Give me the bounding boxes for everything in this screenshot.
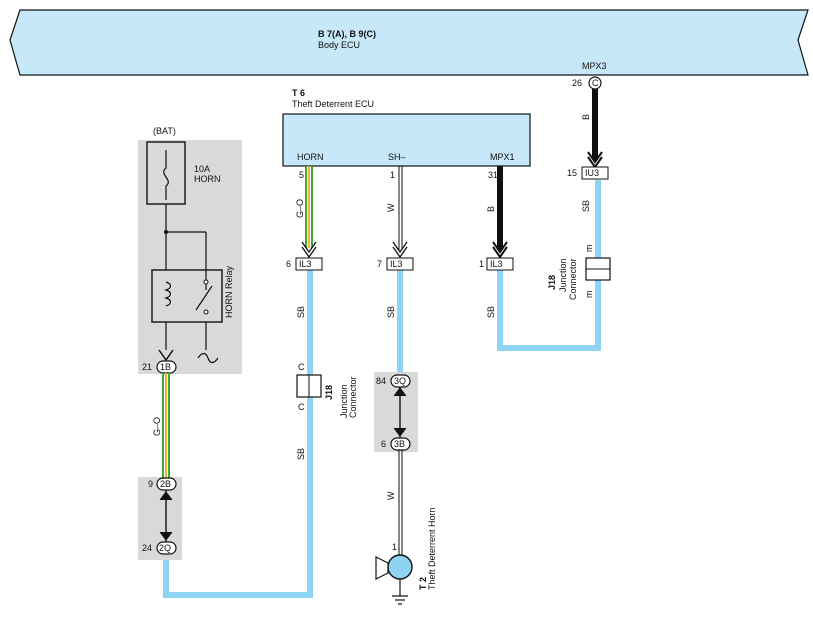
horn-relay-label: HORN Relay bbox=[224, 265, 234, 318]
sb-wire-horn-circuit bbox=[163, 270, 313, 598]
junction-right-pin-top: m bbox=[584, 245, 594, 253]
wire-label-b-ecu: B bbox=[486, 206, 496, 212]
connector-3b bbox=[390, 437, 411, 451]
theft-ecu-pin-mpx1-number: 31 bbox=[488, 170, 498, 180]
horn-icon bbox=[387, 554, 413, 580]
wire-label-b-mpx3: B bbox=[581, 114, 591, 120]
theft-ecu-pin-horn-number: 5 bbox=[299, 170, 304, 180]
junction-left-code: J18 bbox=[324, 385, 334, 400]
iu3-label: IU3 bbox=[585, 168, 599, 178]
connector-3q-label: 3Q bbox=[394, 376, 406, 386]
bat-label: (BAT) bbox=[153, 126, 176, 136]
theft-ecu-pin-sh-number: 1 bbox=[390, 170, 395, 180]
connector-2q-label: 2Q bbox=[159, 543, 171, 553]
body-ecu-pin-letter: C bbox=[592, 78, 599, 88]
theft-ecu-pin-horn: HORN bbox=[297, 152, 324, 162]
il3-horn-pin: 6 bbox=[286, 259, 291, 269]
connector-3q-pin: 84 bbox=[376, 376, 386, 386]
il3-connector-horn bbox=[295, 257, 323, 271]
wire-label-sb-lower: SB bbox=[296, 448, 306, 460]
fuse-name: HORN bbox=[194, 174, 221, 184]
theft-ecu-code: T 6 bbox=[292, 88, 305, 98]
body-ecu-pin-number: 26 bbox=[572, 78, 582, 88]
fuse-icon bbox=[163, 150, 169, 200]
theft-ecu-box bbox=[282, 113, 531, 167]
theft-ecu-name: Theft Deterrent ECU bbox=[292, 99, 374, 109]
wire-label-go-ecu: G–O bbox=[295, 199, 305, 218]
body-ecu-pin-name: MPX3 bbox=[582, 61, 607, 71]
il3-mpx-label: IL3 bbox=[490, 259, 503, 269]
relay-coil-icon bbox=[164, 281, 172, 307]
junction-left-pin-bottom: C bbox=[298, 402, 305, 412]
il3-horn-label: IL3 bbox=[299, 259, 312, 269]
connector-1b-label: 1B bbox=[160, 362, 171, 372]
junction-left-line1: Junction bbox=[339, 384, 349, 418]
iu3-pin: 15 bbox=[567, 168, 577, 178]
horn-code: T 2 bbox=[418, 577, 428, 590]
wire-label-sb-sh: SB bbox=[386, 306, 396, 318]
connector-1b-pin: 21 bbox=[142, 362, 152, 372]
wire-label-w-ecu: W bbox=[386, 203, 396, 212]
junction-right-code: J18 bbox=[547, 275, 557, 290]
il3-connector-mpx bbox=[486, 257, 514, 271]
il3-mpx-pin: 1 bbox=[479, 259, 484, 269]
junction-left-pin-top: C bbox=[298, 362, 305, 372]
theft-ecu-pin-mpx1: MPX1 bbox=[490, 152, 515, 162]
body-ecu-code: B 7(A), B 9(C) bbox=[318, 29, 376, 39]
horn-ground-icon bbox=[197, 352, 219, 364]
junction-right-line2: Connector bbox=[568, 258, 578, 300]
wire-label-sb-mpx: SB bbox=[486, 306, 496, 318]
connector-2b-label: 2B bbox=[160, 479, 171, 489]
connector-2q-pin: 24 bbox=[142, 543, 152, 553]
iu3-connector bbox=[581, 166, 609, 180]
connector-2b-pin: 9 bbox=[148, 479, 153, 489]
body-ecu-name: Body ECU bbox=[318, 40, 360, 50]
connector-3b-label: 3B bbox=[394, 439, 405, 449]
junction-right-pin-bottom: m bbox=[584, 291, 594, 299]
horn-pin: 1 bbox=[392, 542, 397, 552]
body-ecu-box bbox=[9, 9, 809, 76]
horn-bell-icon bbox=[375, 556, 389, 580]
junction-left-line2: Connector bbox=[348, 376, 358, 418]
il3-sh-pin: 7 bbox=[377, 259, 382, 269]
il3-connector-sh bbox=[386, 257, 414, 271]
wire-label-w-horn: W bbox=[386, 491, 396, 500]
wire-label-go-left: G–O bbox=[152, 417, 162, 436]
horn-name: Theft Deterrent Horn bbox=[427, 507, 437, 590]
wire-label-sb-horn: SB bbox=[296, 306, 306, 318]
junction-right-line1: Junction bbox=[558, 258, 568, 292]
connector-3b-pin: 6 bbox=[381, 439, 386, 449]
il3-sh-label: IL3 bbox=[390, 259, 403, 269]
horn-relay-zone bbox=[138, 140, 242, 374]
horn-relay-box bbox=[151, 269, 223, 323]
connector-2q bbox=[156, 541, 177, 555]
wire-label-sb-iu3: SB bbox=[581, 200, 591, 212]
fuse-rating: 10A bbox=[194, 164, 210, 174]
theft-ecu-pin-sh: SH– bbox=[388, 152, 406, 162]
